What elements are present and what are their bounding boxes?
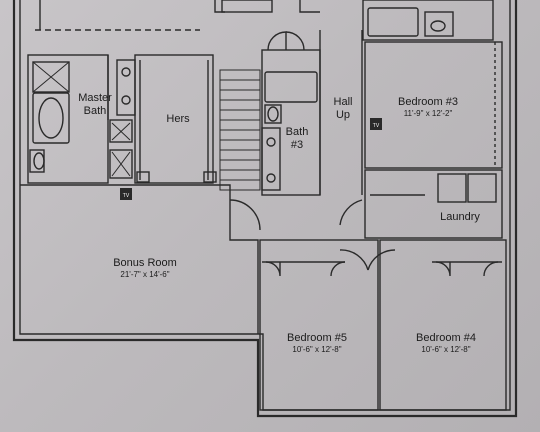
tub	[32, 92, 70, 144]
bedroom5-wall	[259, 239, 379, 411]
tv-label-bedroom3: TV	[372, 123, 380, 129]
bath3-label: Bath #3	[285, 126, 309, 151]
bedroom3-wall	[364, 41, 503, 169]
hers-label: Hers	[166, 113, 190, 125]
bedroom5-label: Bedroom #5 10'-6" x 12'-8"	[287, 332, 347, 354]
bedroom4-label: Bedroom #4 10'-6" x 12'-8"	[416, 332, 476, 354]
laundry-wall	[364, 169, 503, 239]
bedroom4-wall	[379, 239, 507, 411]
tv-symbol-bonus	[120, 188, 132, 200]
outer-wall-left	[12, 0, 518, 418]
laundry-label: Laundry	[440, 211, 480, 223]
bonus-room-label: Bonus Room 21'-7" x 14'-6"	[113, 257, 177, 279]
hall-label: Hall Up	[333, 96, 353, 121]
bedroom3-label: Bedroom #3 11'-9" x 12'-2"	[398, 96, 458, 118]
master-bath-wall	[27, 54, 109, 184]
shower	[32, 61, 70, 93]
hers-closet	[134, 54, 214, 184]
tv-symbol-bedroom3	[370, 118, 382, 130]
stairs	[219, 69, 261, 191]
bonus-room-wall	[20, 184, 259, 334]
outer-wall-inner	[19, 0, 511, 411]
master-bath-label: Master Bath	[78, 92, 112, 117]
tv-label-bonus: TV	[122, 193, 130, 199]
